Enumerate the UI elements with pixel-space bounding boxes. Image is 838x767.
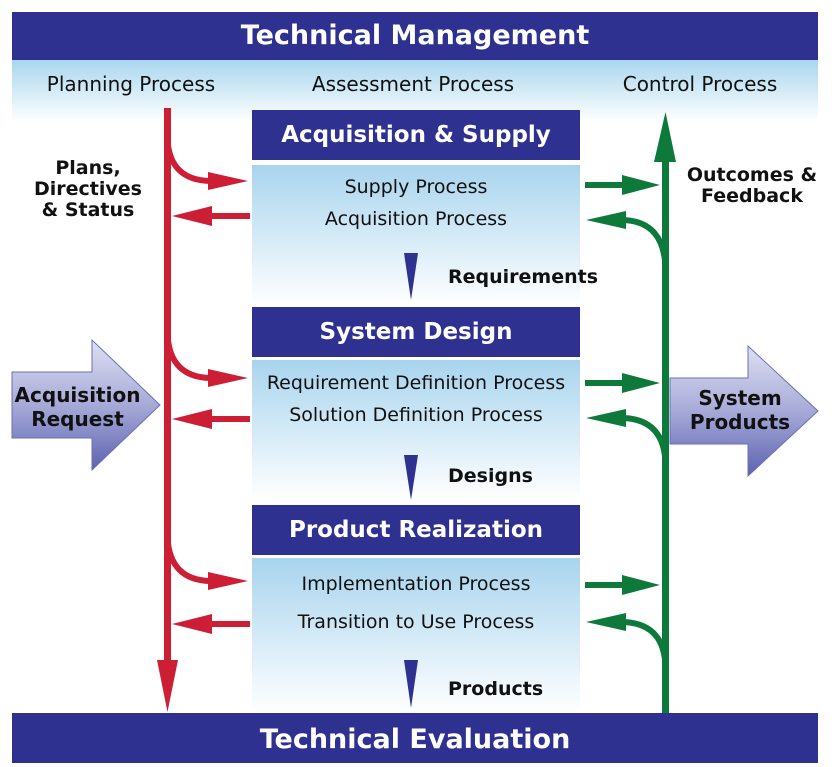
stage-flow-pointers [404,253,418,708]
planning-process-label: Planning Process [46,72,216,96]
outcomes-feedback-label: Outcomes & Feedback [686,164,818,207]
process-item: Implementation Process [301,573,531,595]
technical-evaluation-band: Technical Evaluation [12,713,818,763]
acquisition-request-label: Acquisition Request [14,383,141,431]
input-big-arrow [11,338,161,472]
stage-panel-realization [252,558,580,713]
process-item: Supply Process [344,176,488,198]
control-arrows [585,112,676,713]
output-big-arrow [669,344,819,478]
stage-header-design: System Design [252,307,580,357]
control-process-label: Control Process [622,72,778,96]
requirements-label: Requirements [448,266,599,288]
planning-arrows [157,108,250,712]
flow-arrows [11,108,819,713]
plans-directives-status-label: Plans, Directives & Status [34,157,142,221]
process-item: Solution Definition Process [289,404,543,426]
stage-header-acquisition: Acquisition & Supply [252,110,580,160]
process-item: Acquisition Process [324,208,508,230]
technical-management-band: Technical Management [12,12,818,60]
stage-panel-design [252,360,580,500]
designs-label: Designs [448,465,533,487]
process-item: Transition to Use Process [297,611,535,633]
products-label: Products [448,678,544,700]
stage-header-realization: Product Realization [252,505,580,555]
process-item: Requirement Definition Process [266,372,566,394]
assessment-process-label: Assessment Process [311,72,515,96]
stage-panel-acquisition [252,165,580,305]
system-products-label: System Products [689,386,791,434]
